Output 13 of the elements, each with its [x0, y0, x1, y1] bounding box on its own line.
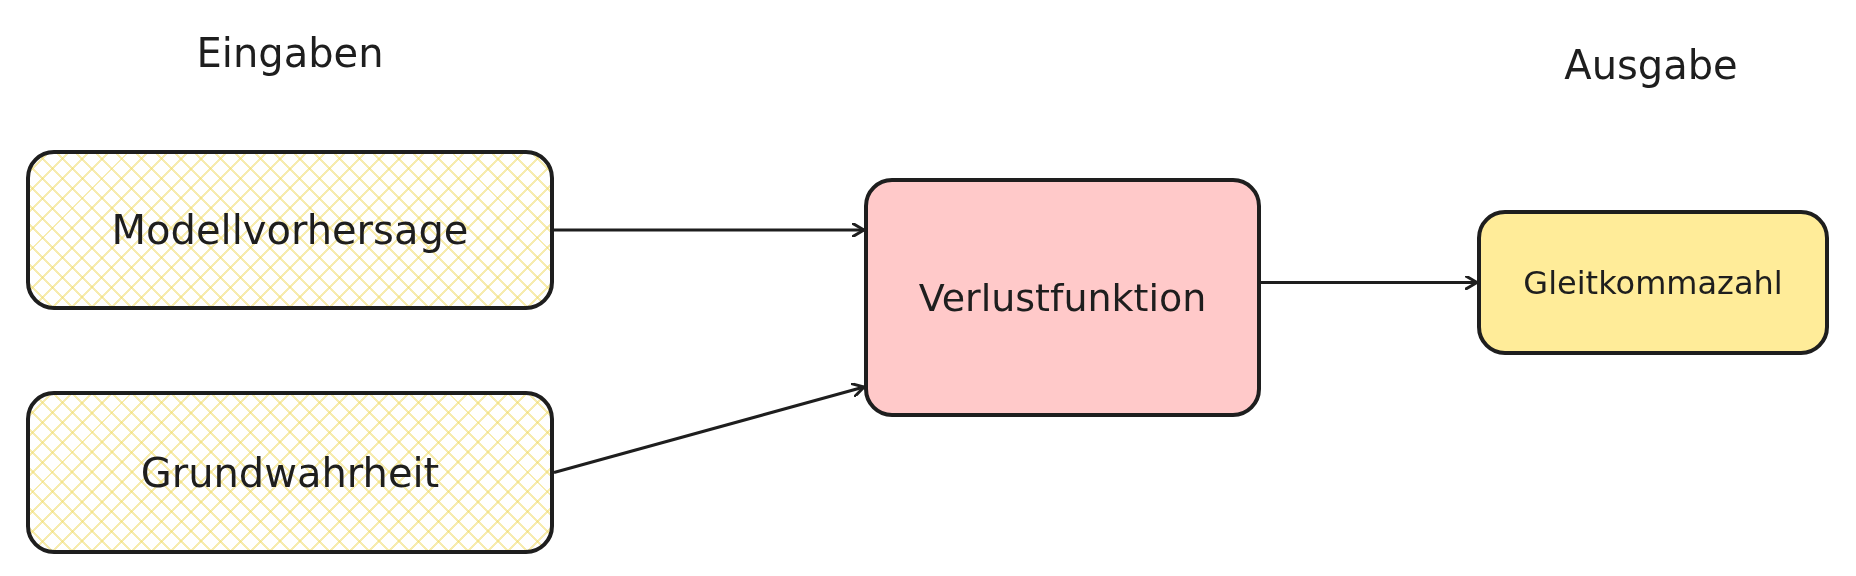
node-label: Modellvorhersage	[111, 207, 469, 253]
node-label: Gleitkommazahl	[1523, 263, 1783, 302]
process-box	[26, 391, 554, 554]
process-box	[1477, 210, 1829, 355]
process-box	[26, 150, 554, 310]
section-heading: Eingaben	[196, 30, 384, 76]
arrow	[1261, 274, 1479, 291]
node-label: Grundwahrheit	[140, 449, 440, 496]
arrow	[553, 381, 866, 474]
arrow	[554, 221, 866, 239]
section-heading: Ausgabe	[1564, 42, 1738, 88]
node-label: Verlustfunktion	[918, 275, 1207, 320]
process-box	[864, 178, 1261, 417]
